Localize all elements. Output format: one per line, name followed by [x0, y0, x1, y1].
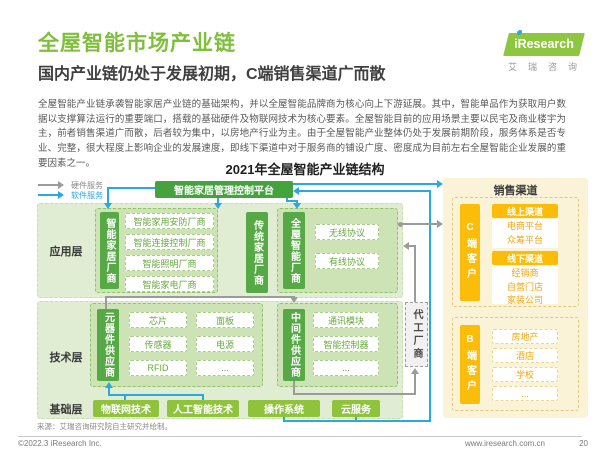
- flow-line: [108, 388, 110, 396]
- source-note: 来源：艾瑞咨询研究院自主研究并绘制。: [37, 422, 172, 431]
- protocol-item: 有线协议: [315, 253, 379, 269]
- flow-arrow-platform-to-wholehouse: [293, 203, 301, 209]
- footer-website: www.iresearch.com.cn: [464, 439, 545, 448]
- online-channel-item: 众筹平台: [506, 234, 543, 245]
- tech-item: 智能控制器: [313, 336, 379, 352]
- offline-channel-list: 经销商 自营门店 家装公司: [492, 266, 558, 305]
- footer-divider: [18, 436, 582, 437]
- protocol-item: 无线协议: [315, 224, 379, 240]
- online-channel-list: 电商平台 众筹平台: [492, 219, 558, 248]
- flow-line: [108, 187, 155, 189]
- offline-channel-header: 线下渠道: [492, 251, 558, 265]
- offline-channel-item: 经销商: [511, 268, 539, 278]
- whole-house-vendors-box: 全屋智能厂商: [283, 212, 305, 289]
- flow-arrow-oem-to-application: [403, 242, 409, 250]
- legend-software-arrow-icon: [58, 191, 64, 199]
- legend-software-label: 软件服务: [71, 191, 103, 200]
- b-customer-item: ...: [492, 386, 558, 401]
- flow-line: [293, 381, 295, 395]
- smart-home-vendors-box: 智能家居厂商: [100, 212, 119, 289]
- footer-copyright: ©2022.3 iResearch Inc.: [18, 439, 102, 448]
- flow-line: [293, 393, 416, 395]
- app-item: 智能照明厂商: [125, 255, 214, 271]
- flow-line: [414, 374, 416, 393]
- legend-hardware-label: 硬件服务: [71, 181, 103, 190]
- app-item: 智能家电厂商: [125, 276, 214, 292]
- b-customers-box: B端客户: [460, 325, 480, 404]
- tech-item: ...: [196, 360, 254, 376]
- flow-arrow-platform-to-smarthome: [104, 203, 112, 209]
- flow-line: [124, 394, 126, 400]
- c-customers-box: C端客户: [460, 204, 480, 301]
- flow-line: [105, 296, 295, 298]
- technology-layer-label: 技术层: [49, 352, 83, 364]
- app-item: 智能家用安防厂商: [125, 213, 214, 229]
- b-customers-panel: [452, 317, 579, 411]
- tech-item: 面板: [196, 312, 254, 328]
- flow-line: [283, 420, 431, 422]
- flow-line: [108, 394, 204, 396]
- iresearch-logo: iResearch 艾瑞咨询: [503, 30, 585, 72]
- offline-channel-item: 自营门店: [506, 281, 543, 292]
- sales-channel-title: 销售渠道: [493, 185, 538, 197]
- flow-line: [409, 245, 416, 247]
- oem-vendors-box: 代工厂商: [405, 302, 428, 367]
- flow-arrow-loop-to-platform: [293, 187, 299, 195]
- flow-arrow-platform-to-traditional: [214, 203, 222, 209]
- flow-line: [202, 394, 204, 400]
- flow-line: [293, 183, 437, 185]
- flow-line: [107, 187, 109, 203]
- tech-item: 芯片: [129, 312, 187, 328]
- tech-item: RFID: [129, 360, 187, 376]
- flow-line: [355, 417, 357, 422]
- flow-line: [299, 190, 431, 192]
- flow-arrow-platform-to-sales: [437, 180, 443, 188]
- logo-cn-text: 艾瑞咨询: [508, 62, 589, 72]
- legend-software-line: [38, 194, 58, 196]
- logo-banner: iResearch: [503, 30, 585, 56]
- flow-line: [429, 190, 431, 422]
- b-customer-item: 房地产: [492, 329, 558, 344]
- flow-line: [283, 417, 285, 422]
- diagram-title: 2021年全屋智能产业链结构: [225, 162, 385, 177]
- c-customers-panel: [452, 197, 579, 307]
- intro-paragraph: 全屋智能产业链承袭智能家居产业链的基础架构，并以全屋智能品牌商为核心向上下游延展…: [38, 99, 566, 169]
- foundation-item: 人工智能技术: [167, 400, 239, 417]
- online-channel-item: 电商平台: [506, 221, 543, 231]
- b-customer-item: 酒店: [492, 348, 558, 363]
- flow-line: [414, 245, 416, 302]
- tech-item: 电源: [196, 336, 254, 352]
- flow-arrow-middleware-to-oem: [411, 368, 419, 374]
- flow-arrow-components-to-middleware: [290, 297, 298, 303]
- tech-item: ...: [313, 360, 379, 376]
- flow-arrow-application-to-sales: [437, 220, 443, 228]
- flow-line: [217, 198, 219, 204]
- footer-page-number: 20: [579, 439, 588, 448]
- traditional-home-vendors-box: 传统家居厂商: [246, 212, 268, 293]
- flow-line: [400, 223, 437, 225]
- app-item: 智能连接控制厂商: [125, 234, 214, 250]
- b-customer-item: 学校: [492, 367, 558, 382]
- legend-hardware-line: [38, 184, 58, 186]
- offline-channel-item: 家装公司: [506, 295, 543, 305]
- foundation-item: 操作系统: [248, 400, 320, 417]
- flow-arrow-base-to-components: [105, 382, 113, 388]
- legend-hardware-arrow-icon: [58, 181, 64, 189]
- tech-item: 传感器: [129, 336, 187, 352]
- application-layer-label: 应用层: [49, 246, 83, 258]
- flow-line: [286, 200, 298, 202]
- foundation-item: 云服务: [332, 400, 380, 417]
- flow-line: [105, 296, 107, 309]
- flow-line: [296, 200, 298, 204]
- page-subtitle: 国内产业链仍处于发展初期，C端销售渠道广而散: [38, 66, 386, 83]
- tech-item: 通讯模块: [313, 312, 379, 328]
- middleware-suppliers-box: 中间件供应商: [283, 309, 305, 381]
- foundation-item: 物联网技术: [93, 400, 159, 417]
- platform-box: 智能家居管理控制平台: [155, 181, 293, 198]
- online-channel-header: 线上渠道: [492, 204, 558, 218]
- logo-brand-text: iResearch: [514, 37, 574, 51]
- foundation-layer-label: 基础层: [49, 404, 83, 416]
- component-suppliers-box: 元器件供应商: [97, 309, 119, 381]
- page-title: 全屋智能市场产业链: [38, 32, 236, 55]
